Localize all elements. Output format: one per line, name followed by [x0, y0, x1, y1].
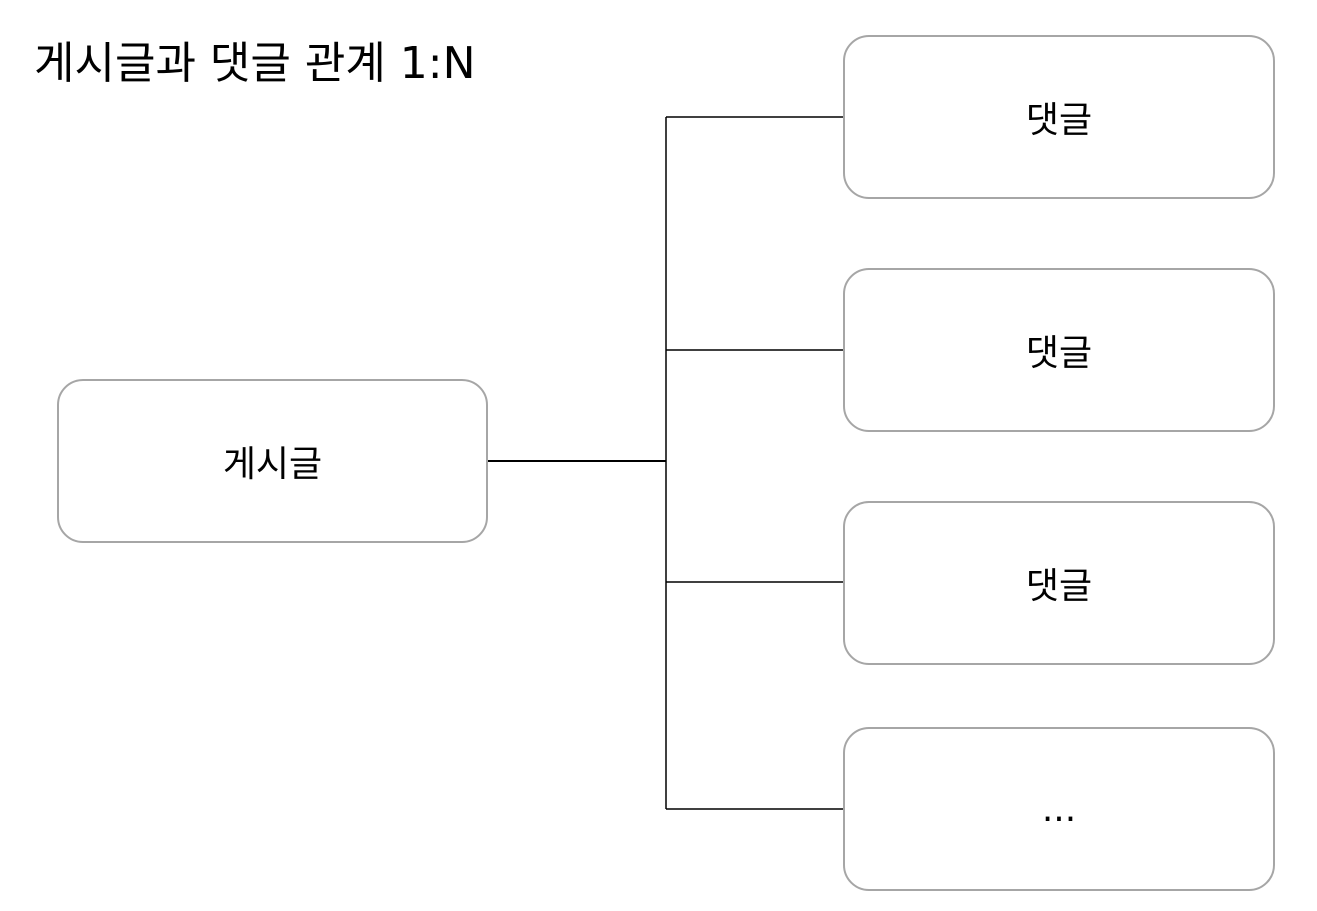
comment-node-label: 댓글 — [1025, 566, 1093, 607]
comment-node: 댓글 — [843, 268, 1275, 432]
more-comments-label: ... — [1041, 788, 1077, 830]
comment-node-label: 댓글 — [1025, 100, 1093, 141]
diagram-title: 게시글과 댓글 관계 1:N — [34, 38, 476, 89]
post-node-label: 게시글 — [222, 444, 323, 485]
post-node: 게시글 — [57, 379, 488, 543]
comment-node: 댓글 — [843, 501, 1275, 665]
comment-node: 댓글 — [843, 35, 1275, 199]
more-comments-node: ... — [843, 727, 1275, 891]
comment-node-label: 댓글 — [1025, 333, 1093, 374]
